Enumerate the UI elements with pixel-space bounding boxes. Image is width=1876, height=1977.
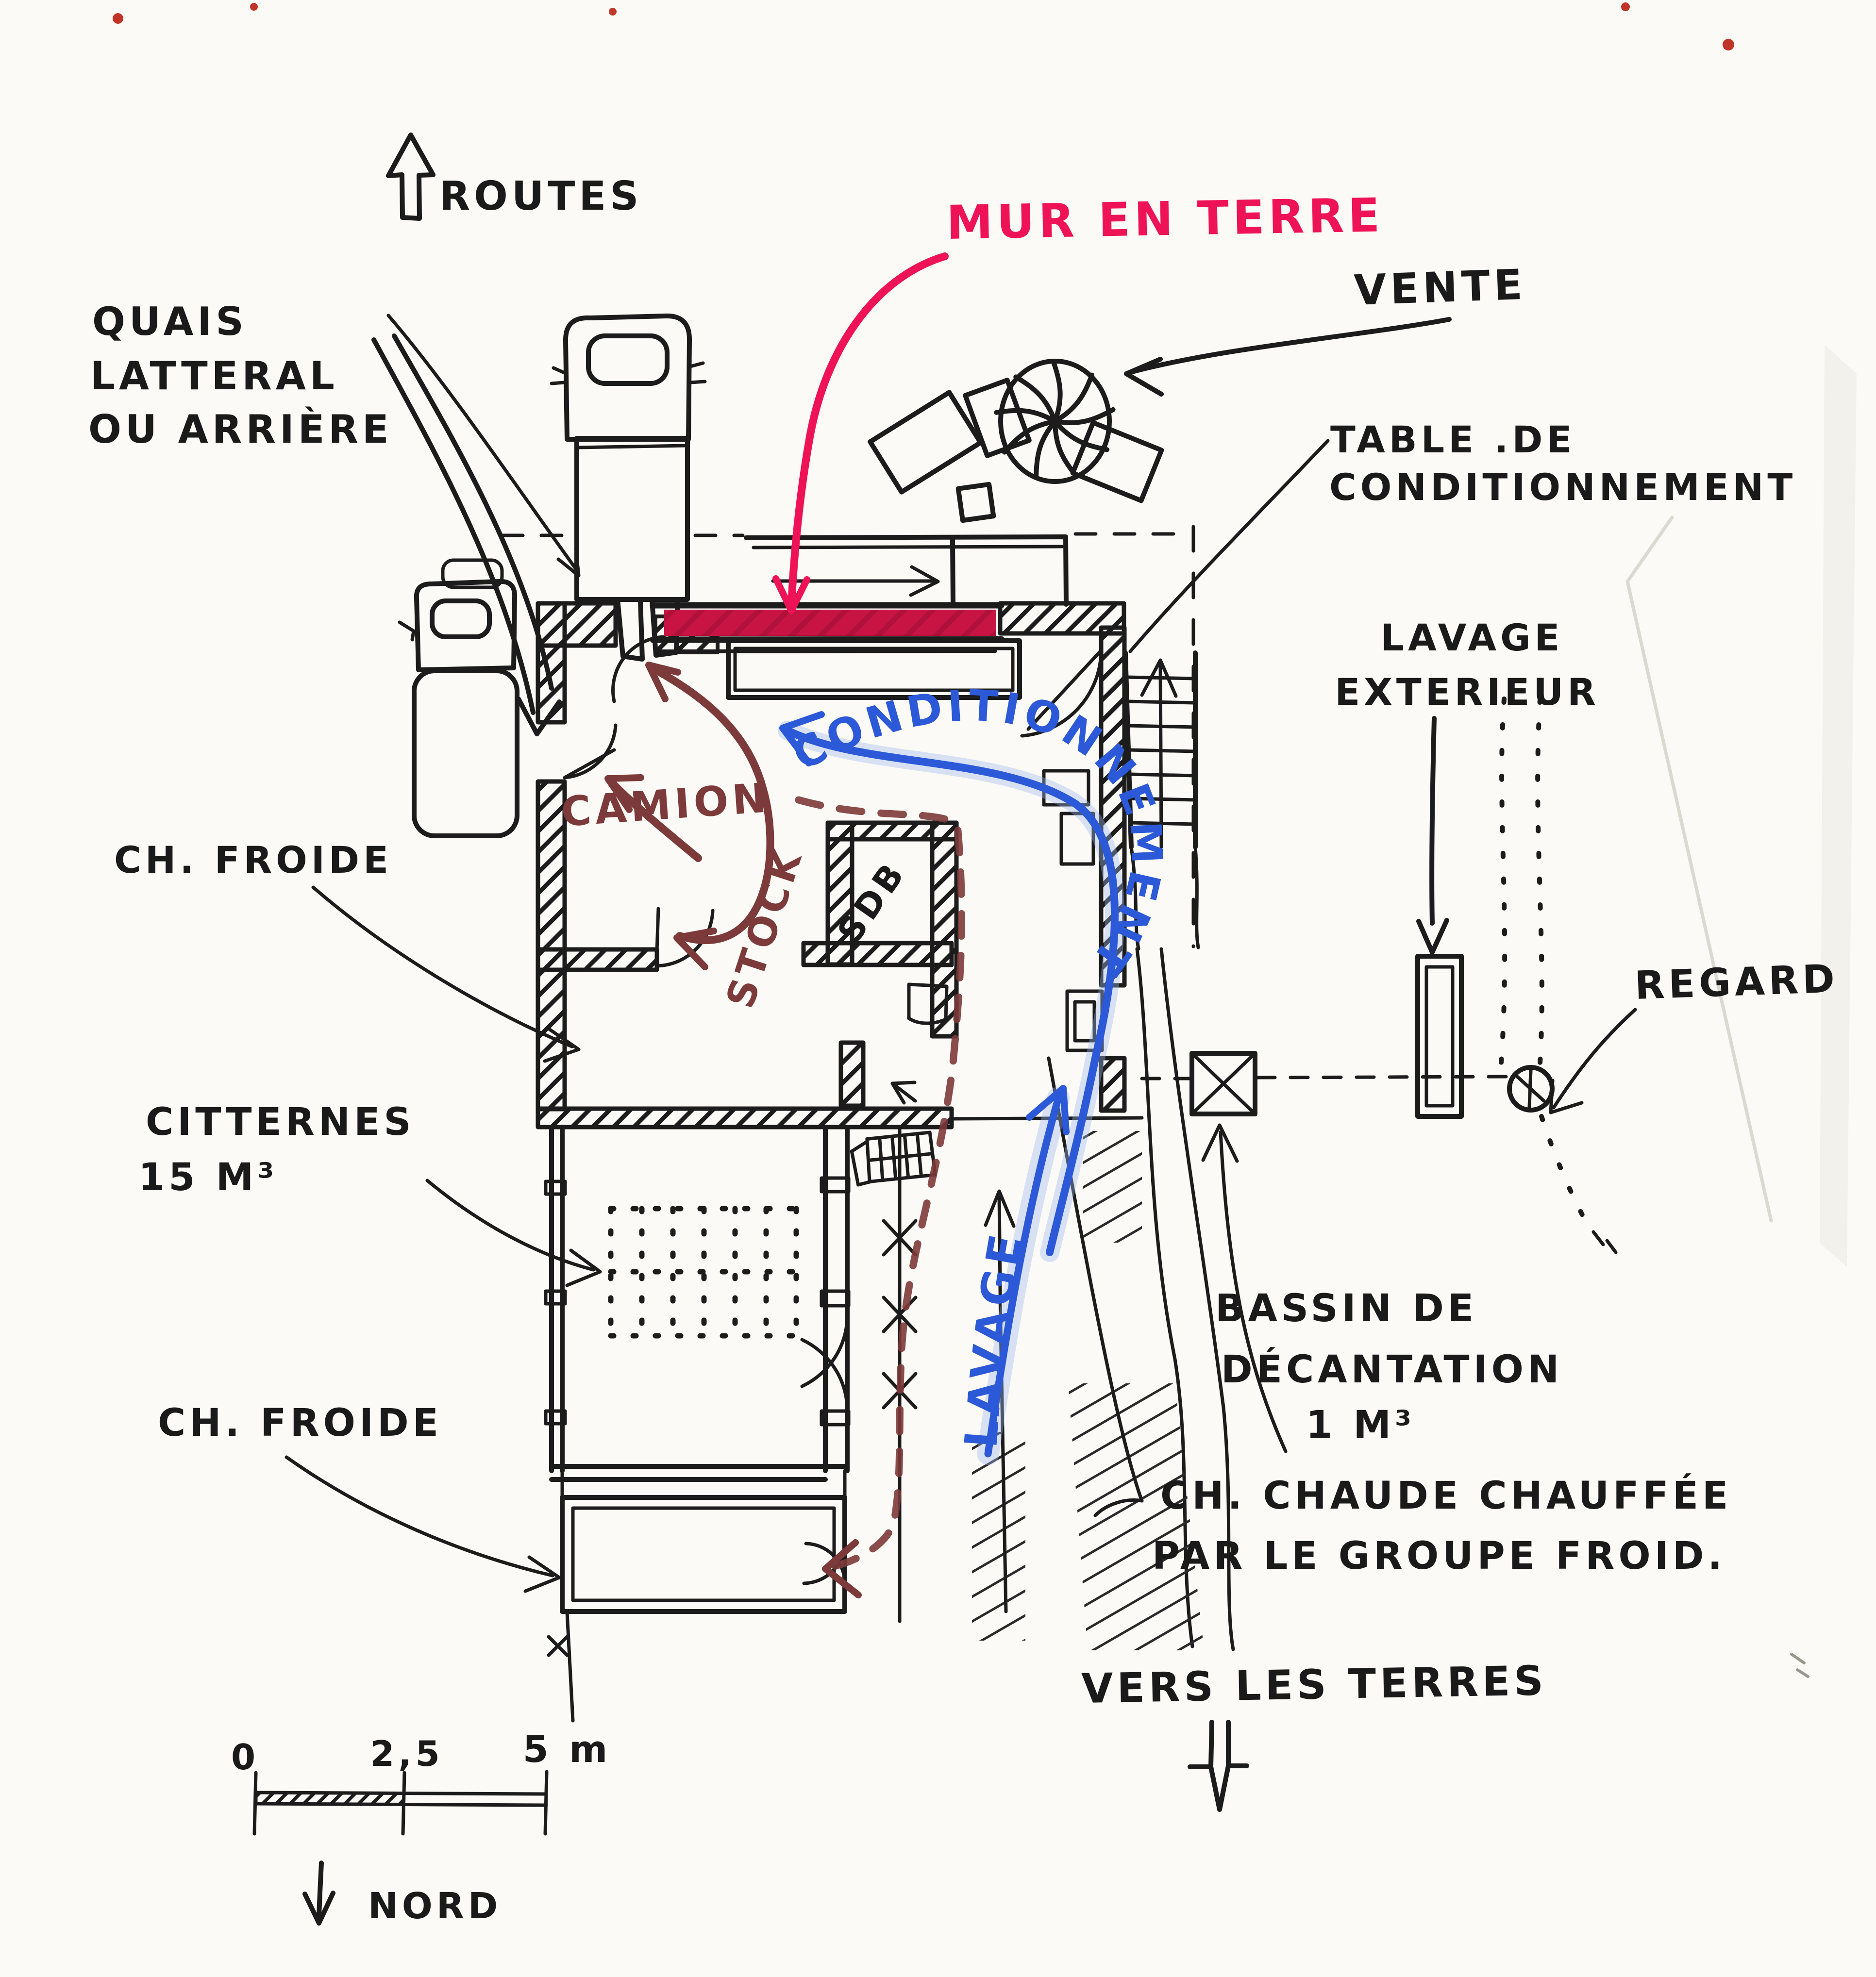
mur-en-terre-label: MUR EN TERRE: [946, 188, 1384, 250]
ch-froide-top-leader: [311, 885, 581, 1063]
drain-grate: [850, 1130, 937, 1187]
stock-dashed-path: [795, 796, 966, 1598]
routes-arrow: [386, 133, 436, 221]
corner-door: [1020, 648, 1103, 738]
sdb-room: [801, 820, 959, 1108]
lavage-flow: LAVAGE: [955, 1085, 1070, 1465]
table-leader: [1128, 439, 1330, 653]
mur-en-terre-wall: [650, 602, 1005, 654]
vestibule-pier: [838, 1040, 866, 1108]
table-line1: TABLE .DE: [1330, 418, 1575, 461]
lavage-exterieur-label: LAVAGE EXTERIEUR: [1335, 616, 1599, 714]
scale-0: 0: [231, 1737, 259, 1778]
citternes-line1: CITTERNES: [146, 1100, 415, 1144]
ch-chaude-leader: [1047, 1056, 1144, 1503]
red-speck: [609, 8, 617, 16]
camion-flow: CAMION: [560, 662, 774, 970]
red-speck: [113, 13, 123, 24]
slope-talus: [972, 947, 1235, 1651]
right-wall-door-leaf-inner: [1073, 1000, 1096, 1043]
mur-en-terre-arrow: [772, 252, 949, 614]
ch-chaude-line1: CH. CHAUDE CHAUFFÉE: [1160, 1473, 1732, 1518]
ch-chaude-line2: PAR LE GROUPE FROID.: [1152, 1534, 1726, 1578]
decantation-box: [1189, 1051, 1257, 1116]
stock-label: STOCK: [718, 842, 812, 1013]
dots-tail-marks: [1591, 1230, 1618, 1254]
paper-edge-shade: [1820, 345, 1857, 1267]
paper-crease: [1625, 580, 1773, 1223]
crates: [868, 378, 1164, 523]
cold-room-door: [654, 907, 715, 968]
vestibule-arrow: [890, 1080, 917, 1105]
path-up-arrow: [984, 1189, 1016, 1613]
truck-left: [398, 558, 519, 838]
lavage-ext-line2: EXTERIEUR: [1335, 670, 1599, 714]
bassin-line1: BASSIN DE: [1215, 1287, 1477, 1330]
quais-line2: LATTERAL: [90, 353, 338, 399]
ch-chaude-label: CH. CHAUDE CHAUFFÉE PAR LE GROUPE FROID.: [1152, 1473, 1732, 1578]
table-label: TABLE .DE CONDITIONNEMENT: [1329, 418, 1796, 509]
red-speck: [250, 3, 258, 11]
ch-froide-bottom-label: CH. FROIDE: [158, 1401, 442, 1445]
right-wall-lower: [1099, 1056, 1127, 1113]
table-line2: CONDITIONNEMENT: [1329, 465, 1796, 509]
pen-smudge: [1790, 1653, 1809, 1678]
exterior-stairs: [1123, 650, 1200, 951]
x-mark: [547, 1635, 569, 1657]
vers-les-terres-arrow: [1188, 1720, 1249, 1812]
ground-line: [949, 1116, 1144, 1121]
citternes-line2: 15 M³: [138, 1156, 278, 1199]
ch-froide-top-label: CH. FROIDE: [114, 838, 392, 881]
red-speck: [1723, 39, 1734, 50]
citternes-label: CITTERNES 15 M³: [138, 1100, 415, 1199]
citternes-leader: [425, 1179, 602, 1287]
ch-chaude-leader-hook: [1093, 1498, 1144, 1517]
fence-line: [547, 1125, 918, 1723]
packing-bench: [726, 638, 1022, 700]
vente-arrow: [1124, 317, 1452, 397]
quais-line3: OU ARRIÈRE: [88, 406, 393, 452]
double-door: [800, 1309, 849, 1417]
bottom-wall-top-section: [536, 1106, 954, 1130]
north-indicator: NORD: [302, 1861, 502, 1927]
left-wall-upper: [536, 601, 567, 725]
bassin-label: BASSIN DE DÉCANTATION 1 M³: [1215, 1287, 1563, 1447]
scan-artifacts: [113, 2, 1857, 1678]
nord-label: NORD: [368, 1885, 502, 1927]
bassin-line2: DÉCANTATION: [1221, 1347, 1563, 1392]
vente-fan: [994, 359, 1116, 484]
middle-section: [544, 1125, 851, 1482]
stairs-up-arrow: [1140, 658, 1178, 698]
sdb-right-wall: [930, 820, 959, 1039]
scale-bar: 0 2,5 5 m: [231, 1728, 612, 1836]
quais-label: QUAIS LATTERAL OU ARRIÈRE: [88, 299, 393, 452]
quais-line1: QUAIS: [92, 299, 248, 344]
regard-manhole: [1507, 1065, 1555, 1113]
scale-mid: 2,5: [370, 1733, 444, 1774]
sdb-bottom-wall: [801, 941, 954, 967]
red-speck: [1621, 2, 1630, 11]
left-wall-door: [563, 723, 618, 780]
routes-label: ROUTES: [439, 173, 642, 219]
regard-arrow: [1549, 1008, 1637, 1114]
vestibule-door-leaf: [907, 982, 949, 1025]
pipe-dashed-line: [1256, 1075, 1509, 1080]
regard-label: REGARD: [1634, 956, 1839, 1008]
dotted-drain-path: [1499, 697, 1589, 1226]
scale-end: 5 m: [523, 1728, 612, 1771]
ch-froide-bottom-leader: [285, 1455, 561, 1593]
bassin-line3: 1 M³: [1306, 1403, 1415, 1447]
bottom-cold-room: [560, 1469, 847, 1614]
vente-label: VENTE: [1353, 261, 1527, 315]
lavage-exterieur-arrow: [1416, 716, 1449, 955]
vers-les-terres-label: VERS LES TERRES: [1081, 1657, 1548, 1712]
bassin-arrow: [1201, 1123, 1288, 1453]
lavage-ext-line1: LAVAGE: [1381, 616, 1564, 659]
sdb-left-wall: [825, 820, 854, 967]
citterns-dotted-grid: [608, 1206, 799, 1339]
cold-room-partition: [536, 947, 659, 972]
drain-channel: [1415, 954, 1464, 1119]
paper-crease-2: [1625, 515, 1674, 583]
